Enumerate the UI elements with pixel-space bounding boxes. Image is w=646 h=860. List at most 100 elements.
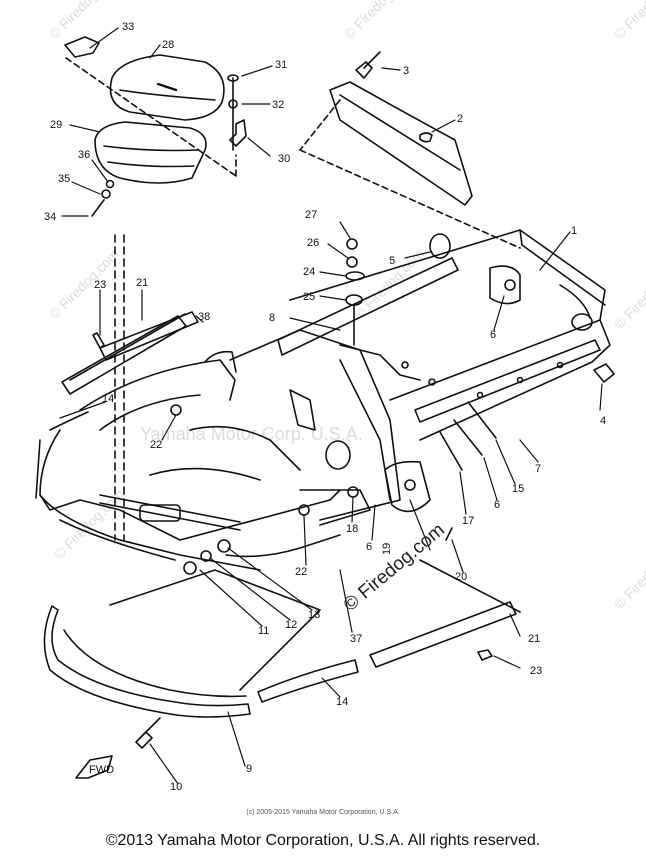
grommet-22 [171, 405, 181, 415]
clip-30 [230, 120, 246, 146]
callout-6: 6 [490, 329, 496, 341]
callout-3: 3 [403, 65, 409, 77]
trim-14-left [36, 412, 88, 498]
rivet [402, 362, 408, 368]
leader-line [420, 560, 520, 612]
rear-flap-group [300, 52, 520, 248]
seat-cover-seam [120, 90, 215, 100]
watermark-brand: Yamaha Motor Corp. U.S.A. [140, 424, 363, 444]
bracket-33 [65, 37, 99, 57]
callout-2: 2 [457, 113, 463, 125]
bulkhead-hole [326, 441, 350, 469]
watermark-firedog: © Firedog.com [611, 536, 646, 612]
pin-16 [454, 420, 482, 455]
pan-right-seam [226, 535, 340, 556]
pan-front-edge [40, 430, 340, 540]
pan-inner [100, 395, 200, 430]
mount-hole [505, 280, 515, 290]
bolt-31-head [228, 75, 238, 81]
callout-23: 23 [530, 665, 542, 677]
callout-5: 5 [389, 255, 395, 267]
callout-29: 29 [50, 119, 62, 131]
mount-block-6 [490, 266, 520, 303]
callout-31: 31 [275, 59, 287, 71]
rivet [478, 393, 483, 398]
callout-10: 10 [170, 781, 182, 793]
bumper-group [44, 570, 320, 748]
callout-25: 25 [303, 291, 315, 303]
flap-grommet [420, 133, 432, 142]
callout-26: 26 [307, 237, 319, 249]
steering-sleeve [140, 505, 180, 521]
nut-11 [184, 562, 196, 574]
rivet-23 [93, 333, 104, 348]
leader-box [110, 570, 320, 690]
callout-1: 1 [571, 225, 577, 237]
seat-base-29 [95, 122, 206, 183]
small-copyright: (c) 2005-2015 Yamaha Motor Corporation, … [246, 809, 400, 816]
leader-dashed [300, 150, 520, 248]
callout-13: 13 [308, 609, 320, 621]
upper-crossmember [340, 345, 420, 380]
pin-15 [468, 402, 496, 438]
watermark-firedog: © Firedog.com [341, 0, 417, 42]
callout-8: 8 [269, 312, 275, 324]
leader-dashed [66, 58, 236, 176]
washer-12 [201, 551, 211, 561]
pan-left-wall [80, 360, 235, 410]
front-pan [40, 352, 370, 574]
rivet [518, 378, 523, 383]
trim-14-right [258, 660, 358, 702]
bolt-10-head [136, 732, 152, 748]
bolt-20 [446, 528, 452, 540]
callout-15: 15 [512, 483, 524, 495]
callout-11: 11 [258, 625, 269, 637]
grommet-22b [299, 505, 309, 515]
washer-32 [229, 100, 237, 108]
callout-9: 9 [246, 763, 252, 775]
trim-21-right [370, 602, 516, 667]
callout-27: 27 [305, 209, 317, 221]
watermark-firedog: © Firedog.com [46, 246, 122, 322]
frame-tunnel [230, 230, 614, 540]
pan-column [205, 352, 236, 372]
grommet-36 [107, 181, 114, 188]
rail-8 [278, 258, 458, 355]
steering-link [100, 495, 240, 522]
nut-27 [347, 239, 357, 249]
callout-34: 34 [44, 211, 56, 223]
side-rail-7 [415, 340, 600, 422]
flap-2 [330, 82, 472, 205]
steering-link [100, 503, 240, 530]
flap-fold [340, 95, 460, 170]
rivet [429, 379, 435, 385]
seat-cover-28 [110, 55, 223, 120]
callout-4: 4 [600, 415, 606, 427]
callout-21: 21 [528, 633, 540, 645]
callout-33: 33 [122, 21, 134, 33]
bumper-inner [64, 630, 246, 696]
callout-14: 14 [336, 696, 348, 708]
rivet [558, 363, 563, 368]
seat-logo [158, 84, 176, 90]
fwd-arrow-shape [76, 756, 112, 778]
callout-28: 28 [162, 39, 174, 51]
callout-17: 17 [462, 515, 474, 527]
callout-21: 21 [136, 277, 148, 289]
trim-21-left-body [62, 316, 186, 394]
fastener-18 [348, 487, 358, 497]
trim-38 [100, 312, 198, 360]
callout-36: 36 [78, 149, 90, 161]
callout-19: 19 [381, 543, 393, 555]
washer-26 [347, 257, 357, 267]
fwd-arrow [76, 756, 112, 778]
callout-35: 35 [58, 173, 70, 185]
belly-pan [300, 490, 370, 525]
callout-23: 23 [94, 279, 106, 291]
copyright-footer: ©2013 Yamaha Motor Corporation, U.S.A. A… [105, 832, 541, 849]
tunnel-rear-edge [420, 320, 610, 440]
pan-bottom [40, 495, 260, 570]
tunnel-hole [572, 314, 592, 330]
callout-32: 32 [272, 99, 284, 111]
callout-18: 18 [346, 523, 358, 535]
